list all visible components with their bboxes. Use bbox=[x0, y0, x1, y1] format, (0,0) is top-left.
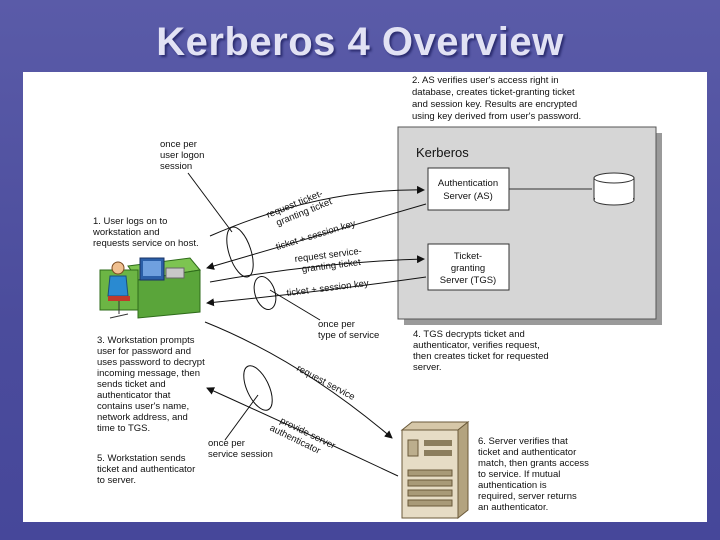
svg-text:authentication is: authentication is bbox=[478, 480, 547, 491]
arrow-request-service-granting bbox=[209, 255, 425, 283]
svg-text:workstation and: workstation and bbox=[92, 227, 160, 238]
step4-text: 4. TGS decrypts ticket and authenticator… bbox=[413, 329, 549, 373]
once-service-type-pointer bbox=[269, 289, 321, 321]
svg-text:ticket + session key: ticket + session key bbox=[286, 278, 370, 299]
svg-text:match, then grants access: match, then grants access bbox=[478, 458, 589, 469]
label-request-service-granting: request service- granting ticket bbox=[294, 246, 362, 275]
svg-text:once per: once per bbox=[208, 438, 245, 449]
logon-session-loop bbox=[226, 226, 254, 278]
workstation-icon bbox=[99, 257, 201, 319]
svg-text:request service: request service bbox=[295, 363, 357, 403]
svg-text:user logon: user logon bbox=[160, 150, 204, 161]
server-icon bbox=[400, 420, 470, 520]
tgs-label-line-1: Ticket- bbox=[454, 251, 482, 262]
svg-text:authenticator, verifies reques: authenticator, verifies request, bbox=[413, 340, 540, 351]
step1-text: 1. User logs on to workstation and reque… bbox=[92, 216, 199, 249]
step3-text: 3. Workstation prompts user for password… bbox=[97, 335, 205, 434]
svg-text:service session: service session bbox=[208, 449, 273, 460]
svg-text:required, server returns: required, server returns bbox=[478, 491, 577, 502]
svg-text:sends ticket and: sends ticket and bbox=[97, 379, 166, 390]
svg-text:incoming message, then: incoming message, then bbox=[97, 368, 200, 379]
svg-text:requests service on host.: requests service on host. bbox=[93, 238, 199, 249]
tgs-label-line-2: granting bbox=[451, 263, 485, 274]
svg-text:an authenticator.: an authenticator. bbox=[478, 502, 548, 513]
service-type-loop bbox=[253, 276, 277, 310]
database-icon bbox=[593, 172, 635, 206]
service-session-loop bbox=[243, 365, 273, 411]
as-label-line-2: Server (AS) bbox=[443, 191, 493, 202]
svg-text:uses password to decrypt: uses password to decrypt bbox=[97, 357, 205, 368]
svg-text:3. Workstation prompts: 3. Workstation prompts bbox=[97, 335, 195, 346]
label-ticket-session-key-2: ticket + session key bbox=[286, 278, 370, 299]
label-request-tgt: request ticket- granting ticket bbox=[265, 188, 334, 229]
authentication-server-box bbox=[427, 167, 510, 211]
svg-text:once per: once per bbox=[160, 139, 197, 150]
arrow-request-service bbox=[204, 321, 393, 439]
as-label-line-1: Authentication bbox=[438, 178, 498, 189]
step5-text: 5. Workstation sends ticket and authenti… bbox=[97, 453, 195, 486]
svg-text:user for password and: user for password and bbox=[97, 346, 191, 357]
arrow-service-ticket-session-key bbox=[206, 276, 427, 307]
svg-text:contains user's name,: contains user's name, bbox=[97, 401, 189, 412]
svg-text:ticket and authenticator: ticket and authenticator bbox=[478, 447, 576, 458]
svg-text:time to TGS.: time to TGS. bbox=[97, 423, 150, 434]
step6-text: 6. Server verifies that ticket and authe… bbox=[478, 436, 589, 513]
svg-text:session: session bbox=[160, 161, 192, 172]
once-logon-pointer bbox=[187, 172, 233, 233]
svg-text:1. User logs on to: 1. User logs on to bbox=[93, 216, 167, 227]
arrow-provide-authenticator bbox=[206, 387, 399, 477]
once-per-service-session-text: once per service session bbox=[208, 438, 273, 460]
svg-text:6. Server verifies that: 6. Server verifies that bbox=[478, 436, 568, 447]
svg-text:network address, and: network address, and bbox=[97, 412, 188, 423]
slide-title: Kerberos 4 Overview bbox=[156, 20, 564, 64]
tgs-label-line-3: Server (TGS) bbox=[440, 275, 496, 286]
once-per-logon-text: once per user logon session bbox=[160, 139, 204, 172]
svg-text:database, creates ticket-grant: database, creates ticket-granting ticket bbox=[412, 87, 575, 98]
svg-text:2. AS verifies user's access r: 2. AS verifies user's access right in bbox=[412, 75, 559, 86]
svg-text:using key derived from user's: using key derived from user's password. bbox=[412, 111, 581, 122]
label-request-service: request service bbox=[295, 363, 357, 403]
kerberos-box-label: Kerberos bbox=[416, 145, 469, 160]
step2-text: 2. AS verifies user's access right in da… bbox=[412, 75, 581, 122]
svg-text:type of service: type of service bbox=[318, 330, 379, 341]
once-per-service-type-text: once per type of service bbox=[318, 319, 379, 341]
svg-text:authenticator that: authenticator that bbox=[97, 390, 171, 401]
arrow-tgt-session-key bbox=[206, 203, 427, 270]
arrow-request-tgt bbox=[209, 185, 425, 237]
svg-text:5. Workstation sends: 5. Workstation sends bbox=[97, 453, 186, 464]
ticket-granting-server-box bbox=[427, 243, 510, 291]
svg-text:to server.: to server. bbox=[97, 475, 136, 486]
once-service-session-pointer bbox=[224, 394, 259, 441]
svg-text:then creates ticket for reques: then creates ticket for requested bbox=[413, 351, 549, 362]
svg-text:once per: once per bbox=[318, 319, 355, 330]
svg-text:server.: server. bbox=[413, 362, 442, 373]
svg-text:to service. If mutual: to service. If mutual bbox=[478, 469, 560, 480]
svg-text:and session key. Results are e: and session key. Results are encrypted bbox=[412, 99, 577, 110]
svg-text:ticket and authenticator: ticket and authenticator bbox=[97, 464, 195, 475]
svg-text:4. TGS decrypts ticket and: 4. TGS decrypts ticket and bbox=[413, 329, 525, 340]
